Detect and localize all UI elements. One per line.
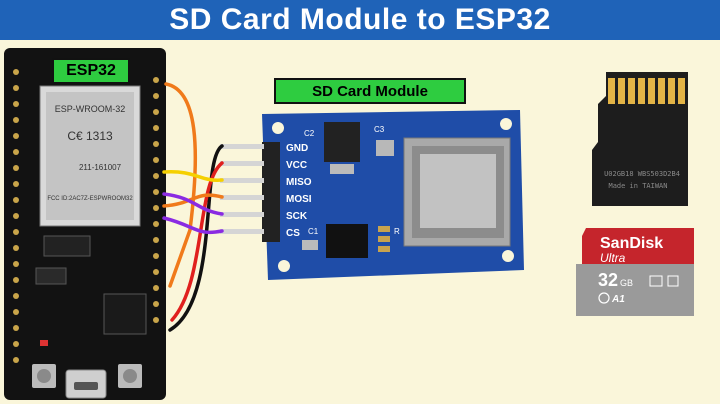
wire-sck-purple [162, 192, 224, 216]
esp32-board: ESP-WROOM-32 C€ 1313 211-161007 FCC ID:2… [4, 48, 166, 400]
ref-c1: C1 [308, 227, 319, 236]
ref-c3: C3 [374, 125, 385, 134]
sd-card-module-board: GND VCC MISO MOSI SCK CS C2 C3 C1 R [220, 110, 524, 280]
pin-label-cs: CS [286, 228, 300, 239]
wiring-diagram: ESP-WROOM-32 C€ 1313 211-161007 FCC ID:2… [4, 48, 694, 400]
sandisk-class: A1 [611, 294, 625, 305]
title-bar: SD Card Module to ESP32 [0, 0, 720, 40]
wires [162, 82, 224, 332]
pin-label-mosi: MOSI [286, 194, 312, 205]
microsd-card-back: U02GB18 WBS503D2B4 Made in TAIWAN [592, 72, 688, 206]
sandisk-brand: SanDisk [600, 235, 663, 252]
pin-label-vcc: VCC [286, 160, 307, 171]
microsd-back-line1: U02GB18 WBS503D2B4 [604, 170, 680, 178]
sandisk-card: SanDisk Ultra 32 GB A1 [576, 228, 694, 316]
page-title: SD Card Module to ESP32 [169, 3, 551, 36]
u1-icon [667, 275, 679, 287]
sandisk-series: Ultra [600, 251, 626, 265]
wire-orange [164, 82, 198, 288]
pin-label-gnd: GND [286, 143, 308, 154]
module-name: ESP-WROOM-32 [55, 104, 126, 114]
uhs-icon [649, 275, 663, 287]
microsd-back-line2: Made in TAIWAN [608, 182, 667, 190]
sandisk-unit: GB [620, 278, 633, 288]
wire-mosi-orange [162, 193, 224, 208]
wire-miso-yellow [162, 170, 224, 182]
sd-card-module-label: SD Card Module [274, 78, 466, 104]
module-id: 211-161007 [79, 163, 122, 172]
ref-c2: C2 [304, 129, 315, 138]
wire-vcc-red [170, 161, 224, 322]
class10-icon [598, 292, 610, 304]
wire-cs-purple [162, 216, 224, 235]
ref-r: R [394, 227, 400, 236]
pin-label-miso: MISO [286, 177, 312, 188]
sandisk-capacity: 32 [598, 270, 618, 290]
esp32-label: ESP32 [52, 58, 130, 84]
module-code: C€ 1313 [67, 129, 113, 143]
pin-label-sck: SCK [286, 211, 308, 222]
module-fcc: FCC ID:2AC7Z-ESPWROOM32 [47, 196, 133, 202]
